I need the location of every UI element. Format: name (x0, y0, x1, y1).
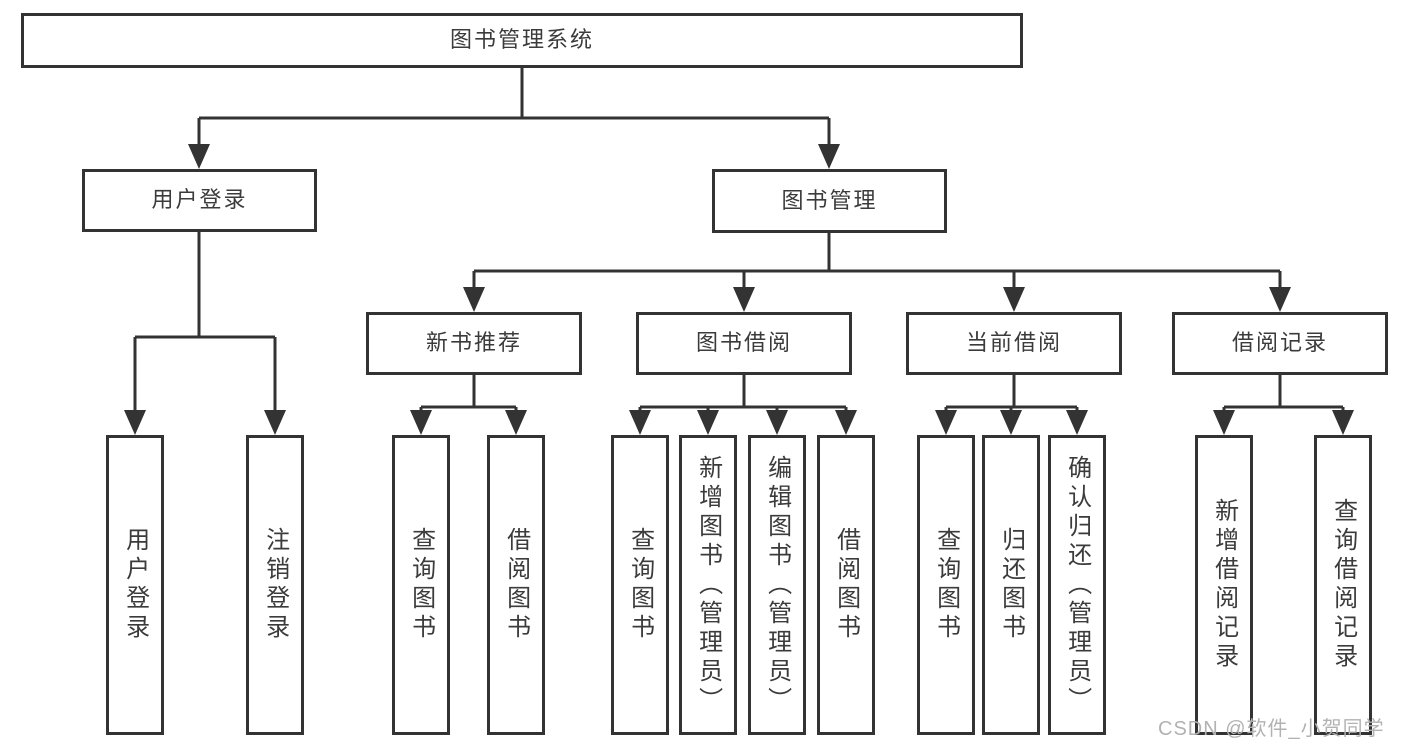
edge-currentborrow-to-leaves (935, 375, 1088, 435)
leaf-query-book-1: 查询图书 (392, 435, 450, 735)
edge-bookborrow-to-leaves (629, 375, 857, 435)
leaf-add-borrow-record: 新增借阅记录 (1195, 435, 1253, 735)
leaf-logout: 注销登录 (246, 435, 304, 735)
csdn-watermark: CSDN @软件_小贺同学 (1158, 718, 1385, 740)
node-user-login: 用户登录 (82, 169, 317, 232)
leaf-borrow-book-2: 借阅图书 (817, 435, 875, 735)
leaf-query-book-2: 查询图书 (611, 435, 669, 735)
node-root-system: 图书管理系统 (21, 13, 1023, 68)
leaf-add-book-admin: 新增图书（管理员） (679, 435, 737, 735)
leaf-return-book: 归还图书 (982, 435, 1040, 735)
edge-newbookrec-to-leaves (410, 375, 527, 435)
edge-userlogin-to-leaves (124, 232, 286, 435)
leaf-user-login: 用户登录 (106, 435, 164, 735)
node-book-management: 图书管理 (712, 169, 947, 233)
edge-root-to-level2 (188, 68, 840, 169)
leaf-confirm-return-admin: 确认归还（管理员） (1048, 435, 1106, 735)
leaf-edit-book-admin: 编辑图书（管理员） (748, 435, 806, 735)
leaf-query-borrow-record: 查询借阅记录 (1314, 435, 1372, 735)
edge-borrowrecord-to-leaves (1213, 375, 1354, 435)
node-current-borrowing: 当前借阅 (906, 312, 1122, 375)
node-new-book-recommendation: 新书推荐 (366, 312, 582, 375)
node-book-borrowing: 图书借阅 (636, 312, 852, 375)
node-borrowing-records: 借阅记录 (1172, 312, 1388, 375)
leaf-query-book-3: 查询图书 (917, 435, 975, 735)
edge-bookmgmt-to-level3 (463, 233, 1291, 312)
leaf-borrow-book-1: 借阅图书 (487, 435, 545, 735)
